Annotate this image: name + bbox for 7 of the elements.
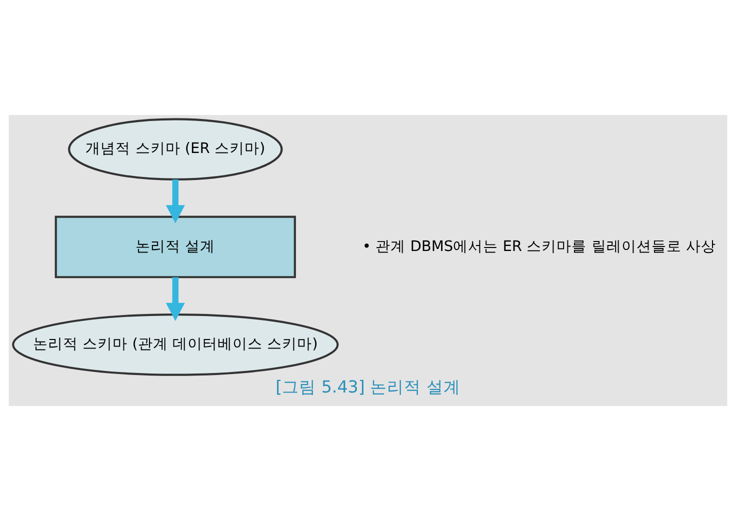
arrow	[166, 180, 185, 224]
label: • 관계 DBMS에서는 ER 스키마를 릴레이션들로 사상	[362, 238, 716, 255]
node-box: 논리적 설계	[54, 216, 296, 278]
node-ellipse: 개념적 스키마 (ER 스키마)	[68, 118, 283, 180]
node-ellipse: 논리적 스키마 (관계 데이터베이스 스키마)	[12, 314, 339, 376]
arrow	[166, 277, 185, 321]
caption: [그림 5.43] 논리적 설계	[276, 377, 460, 396]
